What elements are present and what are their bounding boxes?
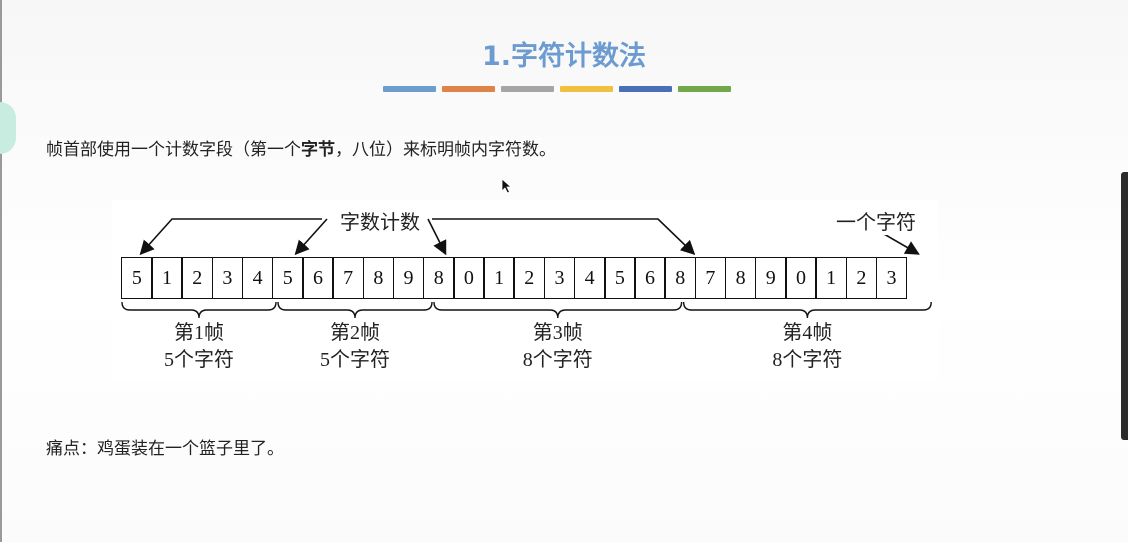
- frame-label-1: 第1帧 5个字符: [139, 320, 259, 374]
- one-character-arrow: [883, 233, 920, 255]
- count-arrow-frame-4: [432, 218, 696, 256]
- frame-name: 第2帧: [330, 322, 380, 344]
- character-cell: 7: [694, 257, 727, 299]
- window-left-edge: [0, 0, 2, 542]
- character-cell: 0: [453, 257, 485, 299]
- frame-label-4: 第4帧 8个字符: [747, 320, 867, 374]
- diagram-arrows-and-braces: [121, 218, 932, 319]
- character-cell: 1: [815, 257, 847, 299]
- title-underline-stripes: [383, 86, 731, 92]
- one-character-label: 一个字符: [832, 206, 920, 235]
- frame-brace-1: [121, 301, 277, 319]
- count-arrow-frame-3: [427, 218, 447, 256]
- title-stripe-3: [501, 86, 554, 92]
- count-arrow-frame-2: [294, 218, 328, 256]
- character-cell: 5: [271, 257, 304, 299]
- intro-text: 帧首部使用一个计数字段（第一个字节，八位）来标明帧内字符数。: [46, 135, 556, 160]
- frame-char-count: 5个字符: [164, 349, 234, 371]
- character-cell: 3: [875, 257, 908, 299]
- character-cell: 7: [332, 257, 364, 299]
- title-stripe-1: [383, 86, 436, 92]
- slide-title: 1.字符计数法: [481, 41, 647, 72]
- character-cell: 2: [181, 257, 214, 299]
- character-cell: 6: [634, 257, 666, 299]
- frame-brace-3: [433, 301, 683, 319]
- frame-name: 第4帧: [782, 322, 833, 344]
- character-cell: 4: [241, 257, 274, 299]
- character-cell: 1: [151, 257, 183, 299]
- character-cell: 8: [362, 257, 395, 299]
- title-stripe-4: [560, 86, 613, 92]
- character-cell: 4: [573, 257, 606, 299]
- title-stripe-5: [619, 86, 672, 92]
- title-stripe-2: [442, 86, 495, 92]
- frame-brace-2: [277, 301, 433, 319]
- character-cell: 3: [211, 257, 244, 299]
- title-stripe-6: [678, 86, 731, 92]
- scrollbar-thumb[interactable]: [1121, 172, 1128, 440]
- character-cell: 9: [392, 257, 425, 299]
- frame-label-2: 第2帧 5个字符: [295, 320, 415, 374]
- side-panel-handle[interactable]: [0, 102, 16, 154]
- character-cell: 2: [513, 257, 546, 299]
- character-cell: 1: [483, 257, 515, 299]
- intro-suffix: ，八位）来标明帧内字符数。: [335, 140, 556, 160]
- character-cell: 8: [664, 257, 697, 299]
- character-cell: 5: [121, 257, 153, 299]
- character-cell: 5: [604, 257, 636, 299]
- mouse-cursor-icon: [501, 178, 513, 194]
- frame-label-3: 第3帧 8个字符: [498, 320, 618, 374]
- character-cell: 6: [302, 257, 334, 299]
- frame-name: 第1帧: [174, 322, 224, 344]
- intro-bold: 字节: [301, 140, 335, 160]
- character-cell: 2: [845, 257, 878, 299]
- character-cell: 8: [724, 257, 757, 299]
- character-cell: 9: [754, 257, 787, 299]
- pain-point-text: 痛点：鸡蛋装在一个篮子里了。: [46, 439, 284, 459]
- intro-prefix: 帧首部使用一个计数字段（第一个: [46, 140, 301, 160]
- count-field-label: 字数计数: [336, 206, 424, 235]
- character-cell: 8: [422, 257, 455, 299]
- frame-brace-4: [682, 301, 932, 319]
- frame-char-count: 8个字符: [522, 349, 593, 371]
- frame-name: 第3帧: [532, 322, 583, 344]
- character-cell: 3: [543, 257, 576, 299]
- frame-char-count: 8个字符: [772, 349, 843, 371]
- count-arrow-frame-1: [139, 218, 322, 256]
- frame-char-count: 5个字符: [320, 349, 390, 371]
- character-cell: 0: [785, 257, 817, 299]
